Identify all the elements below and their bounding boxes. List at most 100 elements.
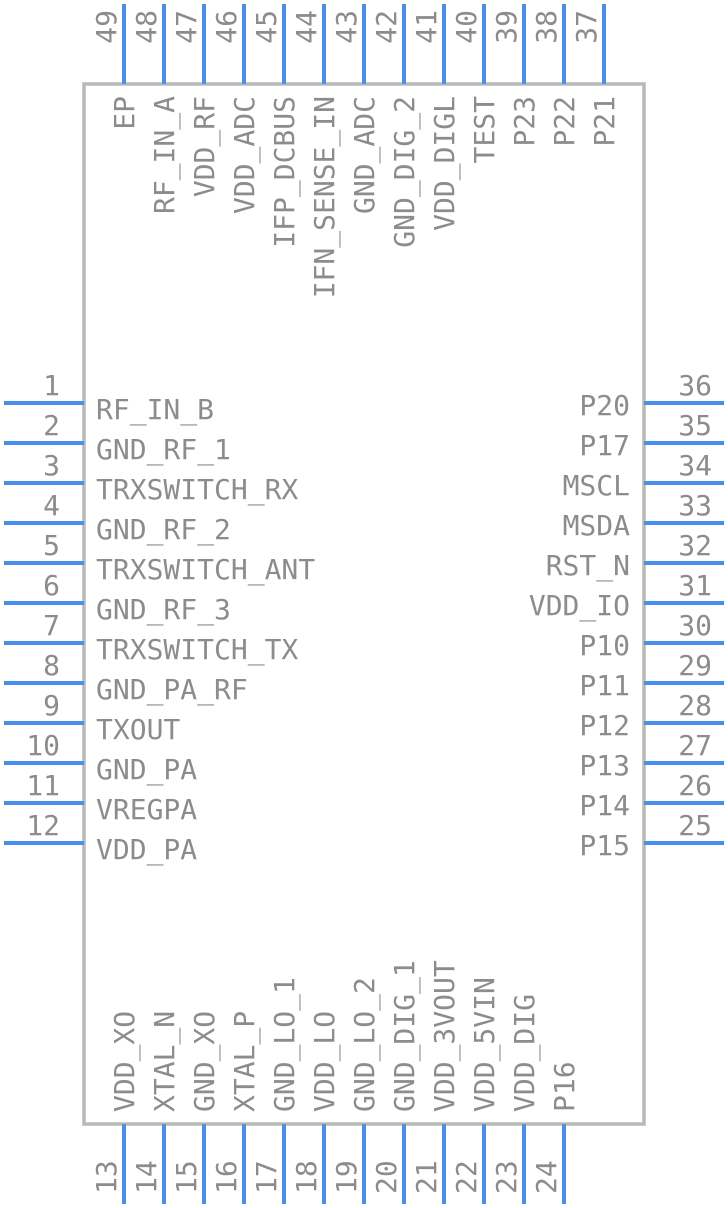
pin-label: GND_LO_2 (348, 977, 382, 1112)
pin-label: TRXSWITCH_TX (96, 633, 298, 667)
pin-number: 21 (410, 1160, 443, 1194)
pin-label: GND_DIG_1 (388, 960, 422, 1112)
pin-number: 9 (43, 689, 60, 722)
pin-label: RF_IN_B (96, 393, 214, 427)
pin-number: 37 (570, 10, 603, 44)
pin-number: 7 (43, 609, 60, 642)
pin-label: P23 (508, 96, 541, 147)
pin-number: 6 (43, 569, 60, 602)
pin-number: 48 (130, 10, 163, 44)
pin-label: MSCL (563, 469, 630, 502)
pin-label: VDD_RF (188, 96, 222, 197)
pin-number: 14 (130, 1160, 163, 1194)
pin-label: GND_XO (188, 1011, 222, 1112)
pin-number: 25 (678, 809, 712, 842)
pin-label: XTAL_P (228, 1011, 262, 1112)
pin-number: 3 (43, 449, 60, 482)
pin-number: 44 (290, 10, 323, 44)
pin-number: 20 (370, 1160, 403, 1194)
pin-label: GND_RF_3 (96, 593, 231, 627)
pin-label: P12 (579, 709, 630, 742)
pin-number: 42 (370, 10, 403, 44)
pin-label: VDD_XO (108, 1011, 142, 1112)
pin-label: VDD_DIGL (428, 96, 462, 231)
pin-number: 30 (678, 609, 712, 642)
pin-number: 36 (678, 369, 712, 402)
pin-number: 15 (170, 1160, 203, 1194)
pin-label: VDD_LO (308, 1011, 342, 1112)
pin-number: 8 (43, 649, 60, 682)
pin-number: 34 (678, 449, 712, 482)
pin-label: TEST (468, 96, 501, 164)
pin-label: P22 (548, 96, 581, 147)
pin-number: 16 (210, 1160, 243, 1194)
pin-label: P21 (588, 96, 621, 147)
pin-label: VREGPA (96, 793, 197, 826)
pin-label: VDD_3VOUT (428, 960, 462, 1112)
pin-number: 23 (490, 1160, 523, 1194)
pin-label: IFN_SENSE_IN (308, 96, 342, 298)
pin-label: GND_PA_RF (96, 673, 248, 707)
pin-label: P16 (548, 1061, 581, 1112)
pin-number: 33 (678, 489, 712, 522)
pin-number: 27 (678, 729, 712, 762)
pin-number: 12 (26, 809, 60, 842)
pin-number: 18 (290, 1160, 323, 1194)
bottom-pins: 13VDD_XO14XTAL_N15GND_XO16XTAL_P17GND_LO… (90, 960, 581, 1204)
pin-number: 22 (450, 1160, 483, 1194)
pin-label: GND_ADC (348, 96, 382, 214)
pin-label: VDD_IO (529, 589, 630, 623)
pin-number: 31 (678, 569, 712, 602)
pin-label: RST_N (546, 549, 630, 583)
pin-label: MSDA (563, 509, 631, 542)
pin-label: P14 (579, 789, 630, 822)
pin-number: 41 (410, 10, 443, 44)
pin-number: 40 (450, 10, 483, 44)
pin-number: 13 (90, 1160, 123, 1194)
pin-number: 26 (678, 769, 712, 802)
pin-label: GND_PA (96, 753, 197, 787)
pin-number: 28 (678, 689, 712, 722)
pin-label: VDD_ADC (228, 96, 262, 214)
pin-number: 24 (530, 1160, 563, 1194)
pin-label: VDD_5VIN (468, 977, 502, 1112)
pin-label: P11 (579, 669, 630, 702)
pin-label: GND_RF_2 (96, 513, 231, 547)
pin-number: 10 (26, 729, 60, 762)
pin-label: P10 (579, 629, 630, 662)
pin-label: TXOUT (96, 713, 180, 746)
pin-label: P15 (579, 829, 630, 862)
pin-number: 43 (330, 10, 363, 44)
pin-label: IFP_DCBUS (268, 96, 302, 248)
pin-number: 4 (43, 489, 60, 522)
pin-label: TRXSWITCH_ANT (96, 553, 315, 587)
pin-number: 32 (678, 529, 712, 562)
pin-label: P17 (579, 429, 630, 462)
pin-label: P13 (579, 749, 630, 782)
pin-number: 35 (678, 409, 712, 442)
pin-number: 29 (678, 649, 712, 682)
pin-label: P20 (579, 389, 630, 422)
pin-number: 5 (43, 529, 60, 562)
pin-label: RF_IN_A (148, 96, 182, 214)
pin-number: 2 (43, 409, 60, 442)
pin-number: 45 (250, 10, 283, 44)
top-pins: 49EP48RF_IN_A47VDD_RF46VDD_ADC45IFP_DCBU… (90, 4, 621, 298)
pin-number: 1 (43, 369, 60, 402)
ic-body (82, 82, 646, 1126)
pin-number: 39 (490, 10, 523, 44)
pin-number: 49 (90, 10, 123, 44)
pin-label: VDD_DIG (508, 994, 542, 1112)
pin-label: VDD_PA (96, 833, 197, 867)
pin-label: TRXSWITCH_RX (96, 473, 298, 507)
pin-label: GND_DIG_2 (388, 96, 422, 248)
pin-label: GND_RF_1 (96, 433, 231, 467)
pin-number: 46 (210, 10, 243, 44)
pin-label: GND_LO_1 (268, 977, 302, 1112)
pin-number: 11 (26, 769, 60, 802)
pin-number: 17 (250, 1160, 283, 1194)
pin-label: EP (108, 96, 141, 130)
